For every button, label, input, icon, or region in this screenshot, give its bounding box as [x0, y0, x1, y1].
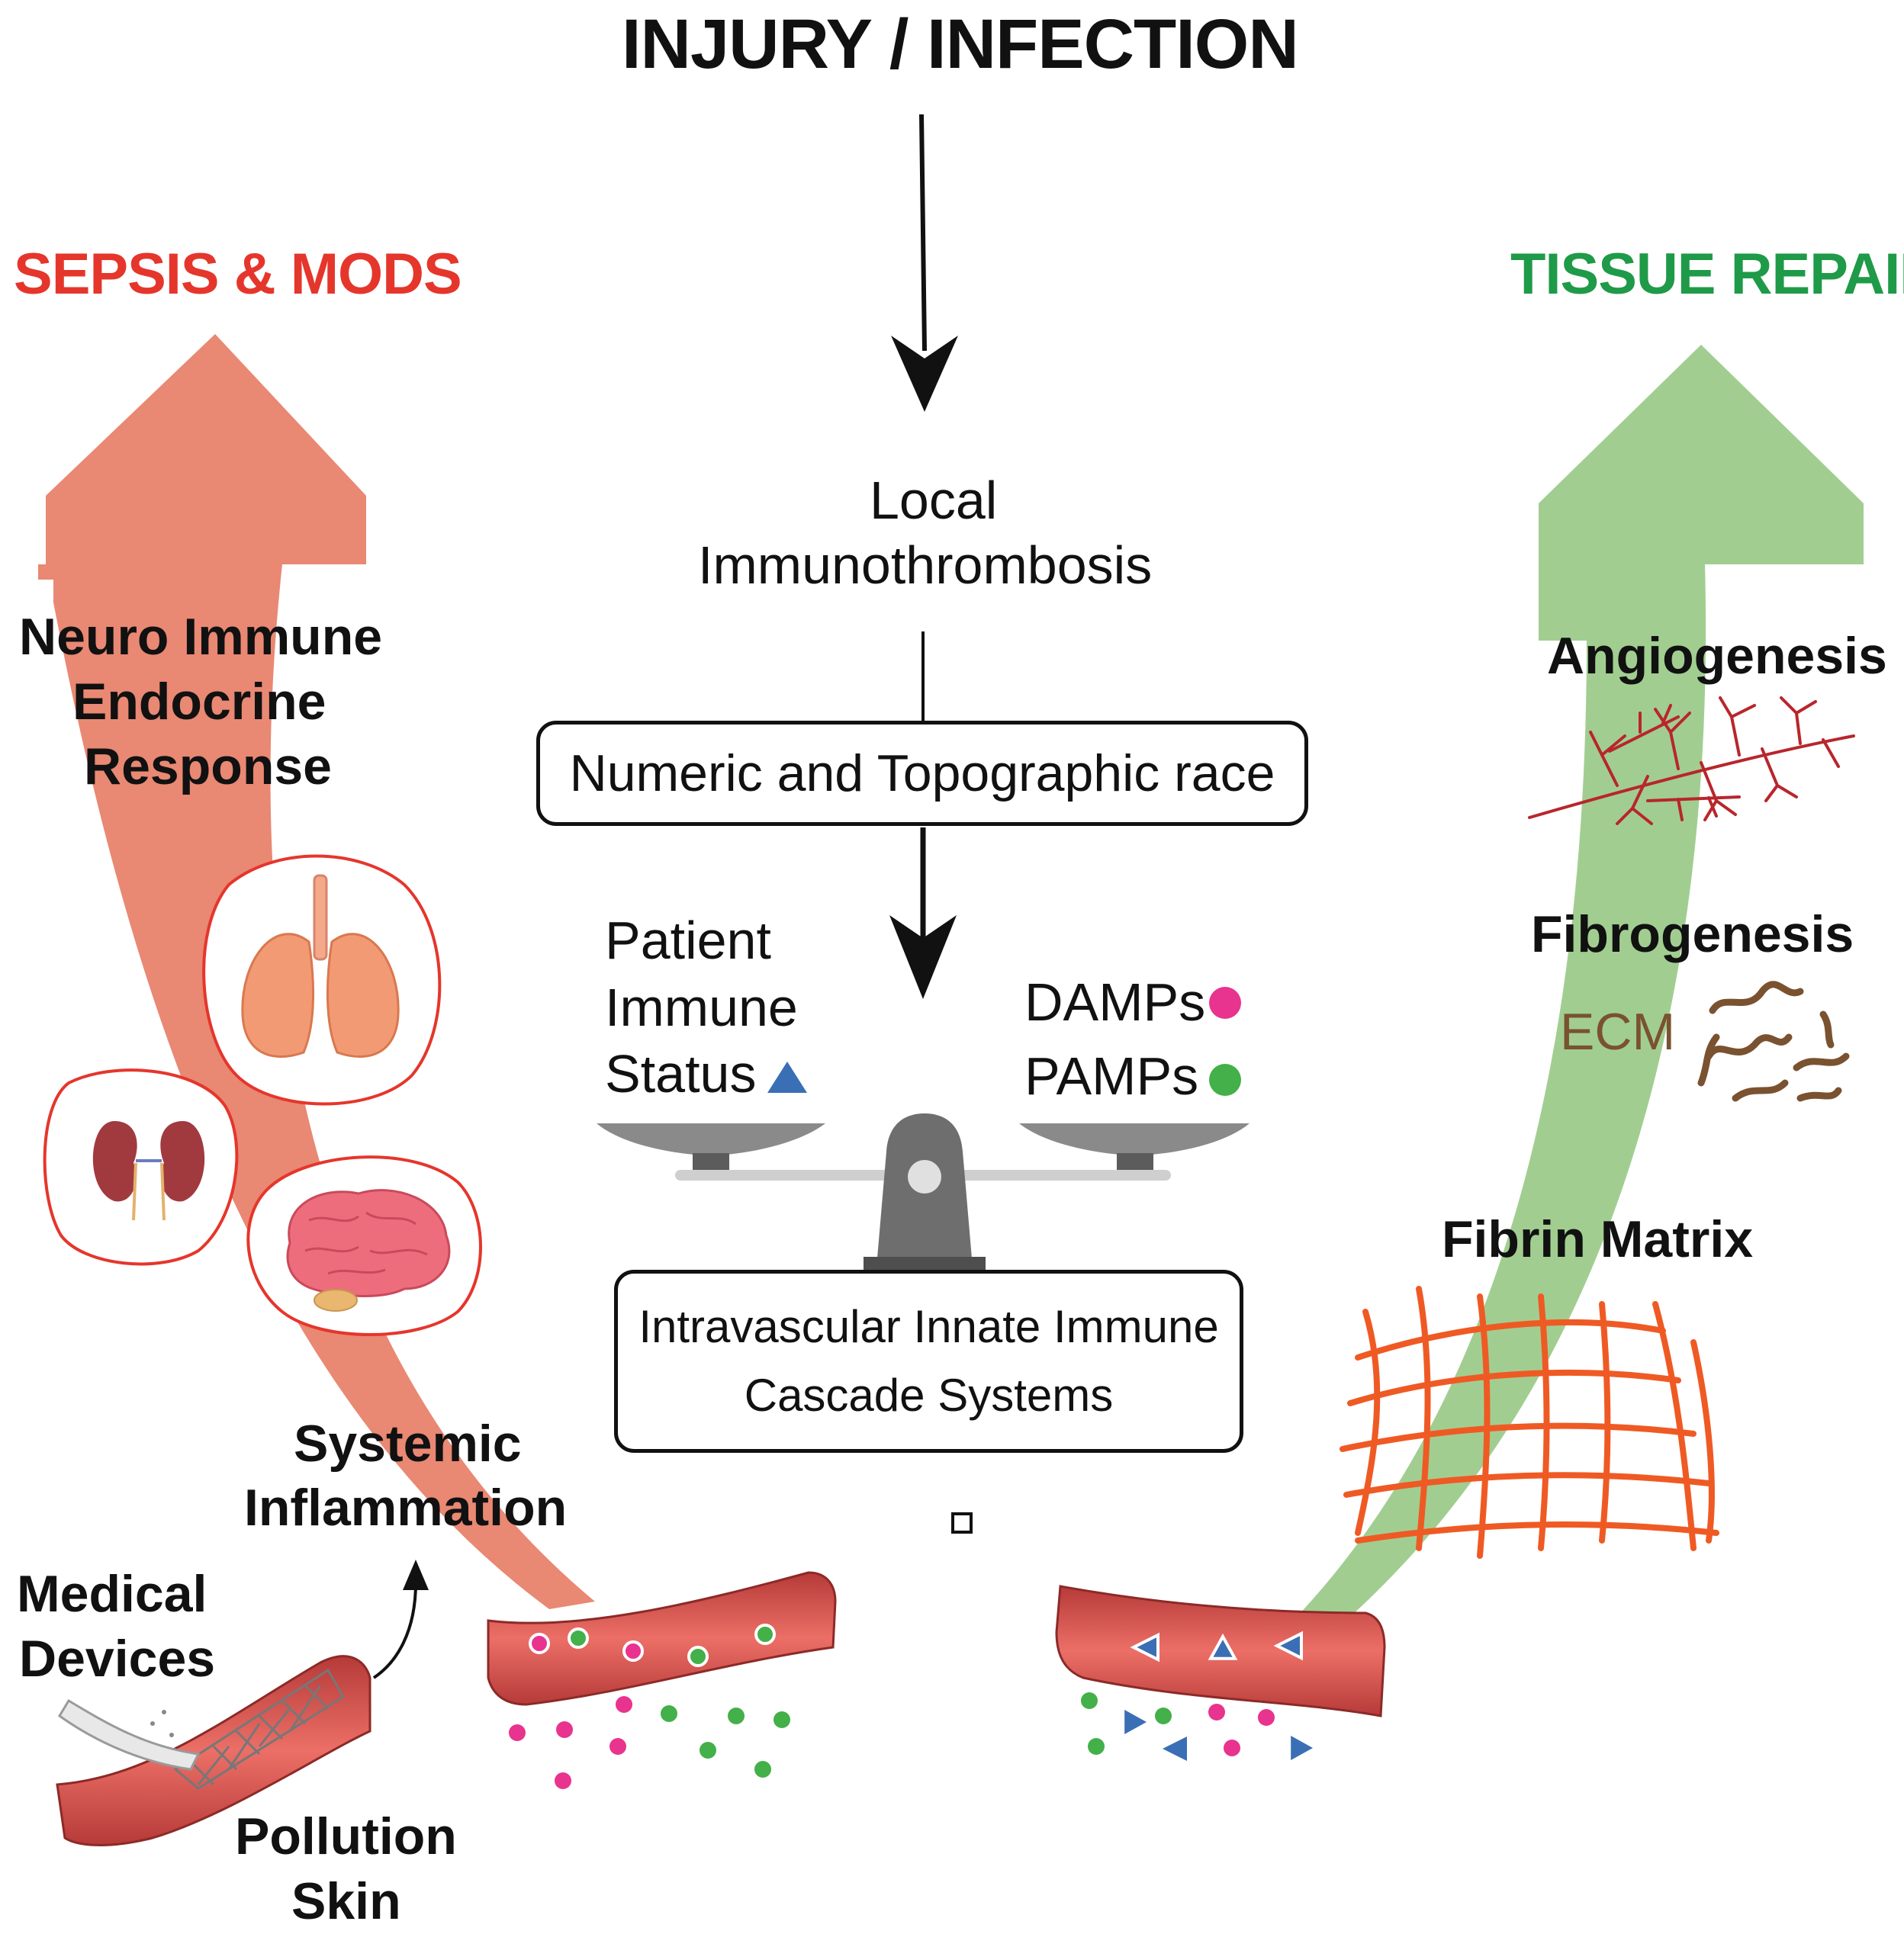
sepsis-title: SEPSIS & MODS: [14, 242, 462, 307]
patient-line-1: Patient: [605, 911, 771, 970]
immune-status-particle: [1124, 1710, 1147, 1734]
brain-icon: [286, 1189, 451, 1312]
damp-particle: [609, 1738, 626, 1755]
damp-particle: [555, 1772, 571, 1789]
pamps-label: PAMPs: [1024, 1046, 1199, 1106]
fibrin-matrix-label: Fibrin Matrix: [1442, 1210, 1754, 1268]
systemic-line-2: Inflammation: [244, 1479, 568, 1537]
pamp-particle: [728, 1708, 745, 1724]
device-vessel: [56, 1655, 371, 1846]
fibrin-matrix-icon: [1340, 1286, 1719, 1559]
immune-status-triangle-icon: [767, 1062, 807, 1093]
repair-arrow: [1297, 345, 1864, 1617]
skin-label: Skin: [291, 1872, 401, 1930]
ecm-label: ECM: [1560, 1003, 1676, 1061]
immune-status-particle: [1273, 1631, 1303, 1661]
local-line-2: Immunothrombosis: [698, 535, 1153, 595]
sepsis-arrow: [38, 334, 595, 1609]
damp-particle: [1258, 1709, 1275, 1726]
angiogenesis-label: Angiogenesis: [1547, 627, 1887, 685]
balance-scale: [597, 1113, 1250, 1271]
ecm-fibers-icon: [1697, 981, 1850, 1102]
pamp-particle: [661, 1705, 677, 1722]
pamp-particle: [687, 1646, 709, 1667]
damp-particle: [509, 1724, 526, 1741]
pamp-particle: [774, 1711, 790, 1728]
pamps-marker-icon: [1209, 1064, 1241, 1096]
angiogenesis-icon: [1528, 696, 1855, 825]
right-particles: [1081, 1631, 1313, 1761]
local-line-1: Local: [870, 471, 998, 530]
immune-status-particle: [1291, 1736, 1313, 1760]
patient-line-2: Immune: [605, 978, 798, 1037]
race-box: Numeric and Topographic race: [536, 721, 1308, 826]
devices-line-2: Devices: [19, 1630, 216, 1688]
race-arrow: [889, 827, 957, 999]
fibrogenesis-label: Fibrogenesis: [1531, 905, 1854, 963]
brain-bubble: [246, 1155, 482, 1336]
injury-title: INJURY / INFECTION: [622, 5, 1299, 83]
repair-title: TISSUE REPAIR: [1510, 242, 1904, 307]
cascade-line-1: Intravascular Innate Immune: [638, 1301, 1219, 1352]
left-vessel: [487, 1571, 837, 1706]
devices-line-1: Medical: [17, 1565, 207, 1623]
pamp-particle: [754, 1624, 776, 1645]
lungs-icon: [241, 874, 400, 1059]
immune-status-particle: [1208, 1633, 1238, 1660]
response-line-3: Response: [84, 737, 332, 795]
left-particles: [509, 1624, 790, 1789]
response-line-2: Endocrine: [72, 673, 326, 731]
pamp-particle: [1081, 1692, 1098, 1709]
response-line-1: Neuro Immune: [19, 608, 383, 666]
cascade-box: Intravascular Innate Immune Cascade Syst…: [614, 1270, 1243, 1453]
lungs-bubble: [202, 854, 442, 1106]
kidneys-bubble: [43, 1068, 239, 1266]
damp-particle: [1224, 1740, 1240, 1756]
race-box-label: Numeric and Topographic race: [569, 744, 1275, 802]
systemic-line-1: Systemic: [294, 1415, 522, 1473]
pamp-particle: [568, 1627, 589, 1649]
damp-particle: [1208, 1704, 1225, 1720]
cascade-line-2: Cascade Systems: [744, 1370, 1114, 1421]
pollution-label: Pollution: [235, 1807, 457, 1865]
damps-marker-icon: [1209, 987, 1241, 1019]
pamp-particle: [700, 1742, 716, 1759]
damp-particle: [556, 1721, 573, 1738]
pamp-particle: [754, 1761, 771, 1778]
damps-label: DAMPs: [1024, 972, 1206, 1032]
damp-particle: [529, 1633, 550, 1654]
patient-line-3: Status: [605, 1044, 757, 1104]
immune-status-particle: [1130, 1632, 1159, 1663]
pamp-particle: [1155, 1708, 1172, 1724]
immune-status-particle: [1163, 1737, 1187, 1761]
pamp-particle: [1088, 1738, 1105, 1755]
injury-arrow: [891, 114, 958, 412]
systemic-arrow: [372, 1560, 429, 1679]
kidneys-icon: [92, 1121, 205, 1221]
damp-particle: [616, 1696, 632, 1713]
damp-particle: [622, 1640, 644, 1662]
selection-handle[interactable]: [951, 1512, 973, 1534]
